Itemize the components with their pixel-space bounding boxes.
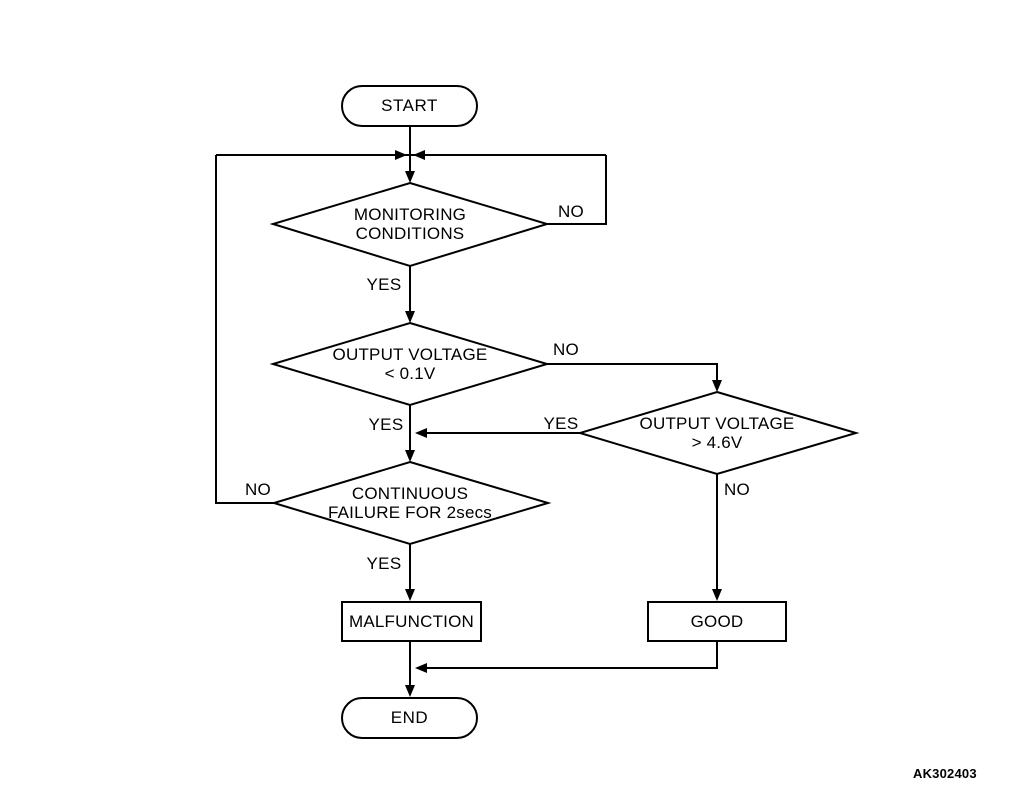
arrowhead-into-monitoring (405, 171, 415, 183)
output-high-yes-label: YES (543, 414, 579, 433)
output-low-yes-label: YES (368, 415, 404, 434)
edge-output-low-no (547, 363, 718, 387)
figure-code: AK302403 (913, 766, 977, 781)
arrowhead-into-malfunction (405, 589, 415, 601)
arrowhead-into-output-low (405, 311, 415, 323)
continuous-yes-label: YES (366, 554, 402, 573)
edge-good-to-end (427, 642, 718, 669)
arrowhead-into-output-high (712, 380, 722, 392)
output-high-no-label: NO (723, 480, 751, 499)
decision-monitoring-conditions (269, 181, 551, 268)
arrowhead-into-end (405, 685, 415, 697)
arrowhead-into-continuous (405, 450, 415, 462)
arrowhead-junction-from-right (413, 150, 425, 160)
output-low-no-label: NO (552, 340, 580, 359)
malfunction-node: MALFUNCTION (341, 601, 482, 642)
output-voltage-high-label: OUTPUT VOLTAGE > 4.6V (639, 413, 795, 452)
start-node: START (341, 85, 478, 127)
decision-continuous-failure (270, 460, 552, 546)
monitoring-no-label: NO (557, 202, 585, 221)
monitoring-yes-label: YES (366, 275, 402, 294)
start-node-label: START (381, 96, 438, 115)
good-node: GOOD (647, 601, 787, 642)
decision-output-voltage-low (269, 321, 551, 407)
decision-output-voltage-high (576, 390, 860, 476)
end-node-label: END (390, 708, 429, 727)
arrowhead-good-join (415, 663, 427, 673)
edge-continuous-no-loop (215, 155, 274, 504)
malfunction-node-label: MALFUNCTION (349, 611, 474, 631)
continuous-failure-label: CONTINUOUS FAILURE FOR 2secs (328, 483, 492, 522)
monitoring-conditions-label: MONITORING CONDITIONS (353, 204, 467, 243)
arrowhead-into-good (712, 589, 722, 601)
output-voltage-low-label: OUTPUT VOLTAGE < 0.1V (332, 344, 488, 383)
good-node-label: GOOD (690, 611, 744, 631)
end-node: END (341, 697, 478, 739)
edge-monitoring-no-loop (547, 155, 607, 225)
continuous-no-label: NO (244, 480, 272, 499)
arrowhead-output-high-yes-join (415, 428, 427, 438)
arrowhead-junction-from-left (395, 150, 407, 160)
